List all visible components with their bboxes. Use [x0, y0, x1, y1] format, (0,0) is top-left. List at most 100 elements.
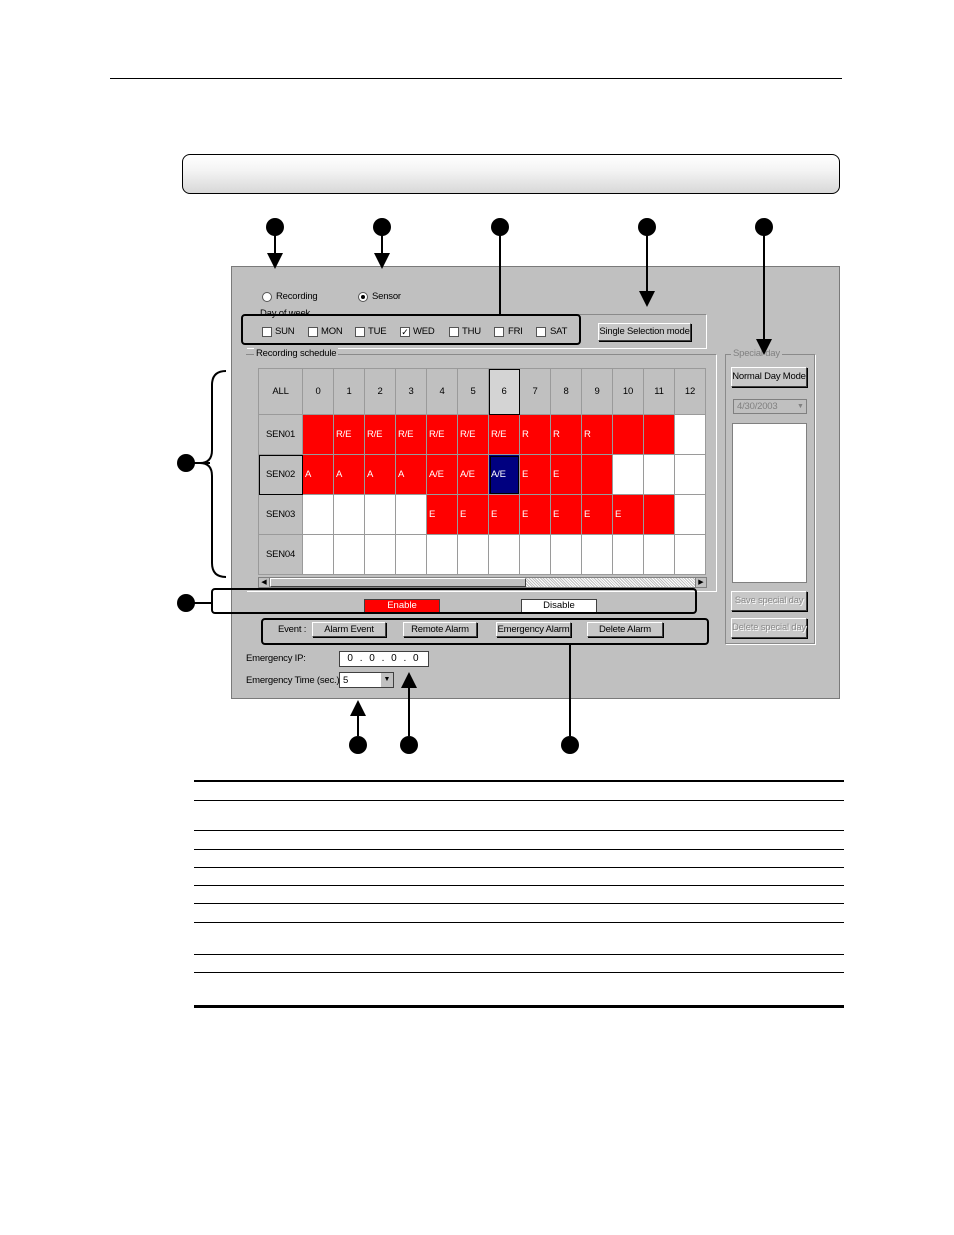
sensor-row-header[interactable]: SEN03	[258, 494, 303, 535]
hour-header-5[interactable]: 5	[457, 368, 489, 415]
schedule-cell[interactable]	[395, 494, 427, 535]
hour-header-11[interactable]: 11	[643, 368, 675, 415]
schedule-cell[interactable]	[519, 534, 551, 575]
schedule-cell[interactable]: A	[302, 454, 334, 495]
special-date-picker[interactable]: 4/30/2003 ▼	[733, 399, 807, 414]
schedule-cell[interactable]	[612, 534, 644, 575]
alarm-event-button[interactable]: Alarm Event	[312, 622, 386, 637]
schedule-cell[interactable]	[643, 454, 675, 495]
schedule-cell[interactable]	[643, 414, 675, 455]
schedule-cell[interactable]	[488, 534, 520, 575]
horizontal-scrollbar[interactable]: ◀ ▶	[258, 577, 707, 588]
schedule-cell[interactable]: R/E	[426, 414, 458, 455]
schedule-cell[interactable]: E	[426, 494, 458, 535]
delete-special-day-button[interactable]: Delete special day	[731, 618, 807, 638]
schedule-cell[interactable]	[674, 494, 706, 535]
table-rule	[194, 885, 844, 886]
schedule-cell[interactable]: R/E	[364, 414, 396, 455]
schedule-cell[interactable]: A	[333, 454, 365, 495]
callout-marker	[373, 218, 391, 236]
scroll-right-icon[interactable]: ▶	[695, 578, 706, 587]
select-all-cell[interactable]: ALL	[258, 368, 303, 415]
header-rule	[110, 78, 842, 79]
single-selection-mode-button[interactable]: Single Selection mode	[598, 323, 691, 341]
scroll-track[interactable]	[526, 578, 695, 587]
schedule-cell[interactable]	[333, 494, 365, 535]
schedule-cell[interactable]: A	[364, 454, 396, 495]
hour-header-7[interactable]: 7	[519, 368, 551, 415]
schedule-cell[interactable]	[426, 534, 458, 575]
tue-checkbox[interactable]	[355, 327, 365, 337]
hour-header-0[interactable]: 0	[302, 368, 334, 415]
schedule-cell[interactable]	[674, 534, 706, 575]
table-rule	[194, 867, 844, 868]
schedule-cell[interactable]	[612, 414, 644, 455]
thu-checkbox[interactable]	[449, 327, 459, 337]
emergency-time-label: Emergency Time (sec.):	[246, 675, 342, 686]
hour-header-4[interactable]: 4	[426, 368, 458, 415]
calendar-dropdown-icon[interactable]: ▼	[797, 403, 804, 410]
sensor-radio[interactable]	[358, 292, 368, 302]
schedule-cell[interactable]: E	[519, 454, 551, 495]
sat-label: SAT	[550, 326, 568, 337]
schedule-cell[interactable]	[457, 534, 489, 575]
normal-day-mode-button[interactable]: Normal Day Mode	[731, 367, 807, 387]
schedule-cell[interactable]	[643, 534, 675, 575]
sensor-row-header[interactable]: SEN04	[258, 534, 303, 575]
special-date-value: 4/30/2003	[737, 401, 778, 412]
recording-radio[interactable]	[262, 292, 272, 302]
schedule-cell[interactable]: R	[519, 414, 551, 455]
schedule-cell[interactable]: A	[395, 454, 427, 495]
schedule-cell[interactable]: E	[581, 494, 613, 535]
schedule-cell[interactable]	[581, 534, 613, 575]
scroll-left-icon[interactable]: ◀	[259, 578, 270, 587]
schedule-cell[interactable]: E	[519, 494, 551, 535]
hour-header-2[interactable]: 2	[364, 368, 396, 415]
schedule-cell[interactable]	[643, 494, 675, 535]
emergency-ip-input[interactable]: 0 . 0 . 0 . 0	[339, 651, 429, 667]
special-day-list[interactable]	[732, 423, 807, 583]
save-special-day-button[interactable]: Save special day	[731, 591, 807, 611]
hour-header-9[interactable]: 9	[581, 368, 613, 415]
schedule-cell[interactable]	[674, 414, 706, 455]
recording-schedule-label: Recording schedule	[254, 348, 339, 359]
table-rule	[194, 849, 844, 850]
hour-header-1[interactable]: 1	[333, 368, 365, 415]
delete-alarm-button[interactable]: Delete Alarm	[587, 622, 663, 637]
schedule-cell[interactable]: R/E	[488, 414, 520, 455]
table-bottom-rule	[194, 1005, 844, 1008]
schedule-cell[interactable]: E	[550, 494, 582, 535]
schedule-cell[interactable]: R	[550, 414, 582, 455]
scroll-thumb[interactable]	[270, 578, 526, 587]
sun-checkbox[interactable]	[262, 327, 272, 337]
schedule-cell[interactable]	[612, 454, 644, 495]
emergency-alarm-button[interactable]: Emergency Alarm	[496, 622, 571, 637]
chevron-down-icon[interactable]: ▼	[381, 673, 393, 687]
remote-alarm-button[interactable]: Remote Alarm	[403, 622, 477, 637]
wed-checkbox[interactable]: ✓	[400, 327, 410, 337]
table-rule	[194, 972, 844, 973]
sensor-row-header[interactable]: SEN01	[258, 414, 303, 455]
schedule-cell[interactable]: R/E	[457, 414, 489, 455]
event-buttons-highlight	[261, 618, 709, 645]
table-rule	[194, 922, 844, 923]
thu-label: THU	[462, 326, 481, 337]
mon-checkbox[interactable]	[308, 327, 318, 337]
schedule-cell[interactable]: A/E	[488, 454, 520, 495]
fri-checkbox[interactable]	[494, 327, 504, 337]
sensor-row-header[interactable]: SEN02	[258, 454, 303, 495]
schedule-cell[interactable]	[333, 534, 365, 575]
schedule-cell[interactable]	[395, 534, 427, 575]
schedule-cell[interactable]: R	[581, 414, 613, 455]
sat-checkbox[interactable]	[536, 327, 546, 337]
schedule-cell[interactable]	[302, 494, 334, 535]
schedule-cell[interactable]: E	[457, 494, 489, 535]
emergency-time-select[interactable]: 5 ▼	[339, 672, 394, 688]
schedule-cell[interactable]: A/E	[457, 454, 489, 495]
hour-header-6[interactable]: 6	[488, 368, 520, 415]
hour-header-12[interactable]: 12	[674, 368, 706, 415]
schedule-cell[interactable]	[302, 534, 334, 575]
